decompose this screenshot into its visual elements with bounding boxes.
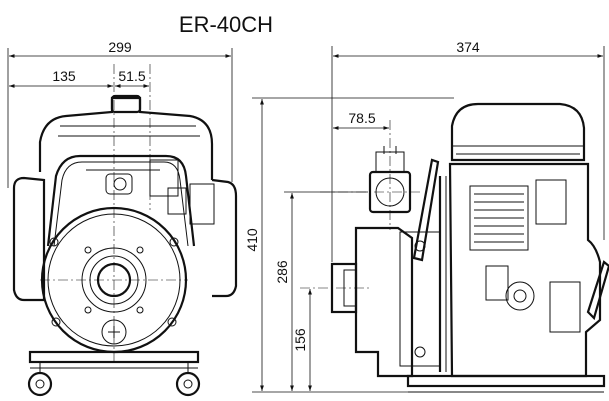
dimension-outlet-offset: 78.5 bbox=[333, 110, 389, 130]
dimension-left-to-center: 135 bbox=[9, 68, 113, 88]
dimension-overall-width: 299 bbox=[7, 39, 233, 188]
dimension-outlet-height: 286 bbox=[274, 191, 368, 391]
dimension-label-135: 135 bbox=[52, 68, 76, 84]
dimension-label-51-5: 51.5 bbox=[118, 68, 145, 84]
dimension-label-286: 286 bbox=[274, 260, 290, 284]
dimension-label-299: 299 bbox=[108, 39, 132, 55]
front-view bbox=[12, 64, 238, 397]
dimension-label-410: 410 bbox=[244, 228, 260, 252]
drawing-title: ER-40CH bbox=[179, 12, 273, 37]
dimension-inlet-height: 156 bbox=[292, 289, 312, 391]
dimension-overall-height: 410 bbox=[244, 97, 454, 393]
dimension-label-374: 374 bbox=[456, 39, 480, 55]
side-view bbox=[300, 102, 609, 393]
dimension-center-offset: 51.5 bbox=[115, 68, 149, 88]
dimension-label-78-5: 78.5 bbox=[348, 110, 375, 126]
dimension-overall-length: 374 bbox=[331, 39, 605, 262]
dimension-label-156: 156 bbox=[292, 328, 308, 352]
cooling-fins bbox=[469, 185, 529, 251]
